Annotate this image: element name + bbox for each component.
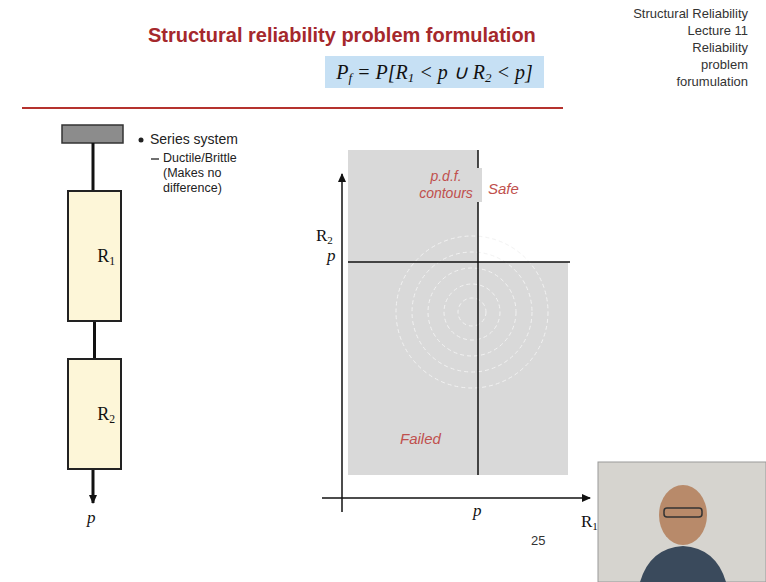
subscript: 1 xyxy=(592,520,598,532)
bullet-text: Series system xyxy=(150,131,238,147)
subscript: 1 xyxy=(408,70,415,85)
header-note: Lecture 11 xyxy=(688,23,748,38)
safe-region xyxy=(478,150,568,262)
member-box: R2 xyxy=(67,358,122,470)
load-label: p xyxy=(87,508,96,528)
subscript: f xyxy=(348,70,352,85)
subscript: 2 xyxy=(109,412,115,425)
formula-box: Pf = P[R1 < p ∪ R2 < p] xyxy=(325,56,544,88)
header-note: Structural Reliability xyxy=(633,6,748,21)
subscript: 2 xyxy=(485,70,492,85)
failed-region xyxy=(348,150,568,475)
axis-tick: p xyxy=(327,246,336,266)
lecturer-video xyxy=(598,462,766,582)
sub-bullet-text: Ductile/Brittle (Makes no difference) xyxy=(163,151,247,196)
region-label: Safe xyxy=(486,180,521,197)
region-label: Failed xyxy=(398,430,443,447)
connecting-bar xyxy=(93,322,96,358)
slide-title: Structural reliability problem formulati… xyxy=(148,24,536,47)
axis-label: R1 xyxy=(581,512,598,532)
member-box: R1 xyxy=(67,190,122,322)
axis-label: R2 xyxy=(316,226,333,246)
bullet-dot xyxy=(139,138,144,143)
subscript: 1 xyxy=(109,254,115,267)
ceiling-support xyxy=(62,125,123,143)
threshold-line-r2 xyxy=(348,261,570,263)
hanger-bar xyxy=(92,143,95,190)
page-number: 25 xyxy=(531,533,545,548)
r1-axis xyxy=(322,497,590,499)
axis-tick: p xyxy=(473,501,482,521)
subscript: 2 xyxy=(327,234,333,246)
region-label: p.d.f. contours xyxy=(410,168,482,202)
title-rule xyxy=(22,107,563,109)
member-label: R1 xyxy=(97,246,115,267)
header-note: forumulation xyxy=(676,74,748,89)
header-note: Reliability xyxy=(692,40,748,55)
load-arrow xyxy=(92,470,95,503)
sub-bullet-dash xyxy=(151,158,159,159)
member-label: R2 xyxy=(97,404,115,425)
header-note: problem xyxy=(701,57,748,72)
pdf-contours xyxy=(396,236,548,388)
formula-text: Pf = P[R1 < p ∪ R2 < p] xyxy=(336,60,533,84)
r2-axis xyxy=(341,174,343,512)
